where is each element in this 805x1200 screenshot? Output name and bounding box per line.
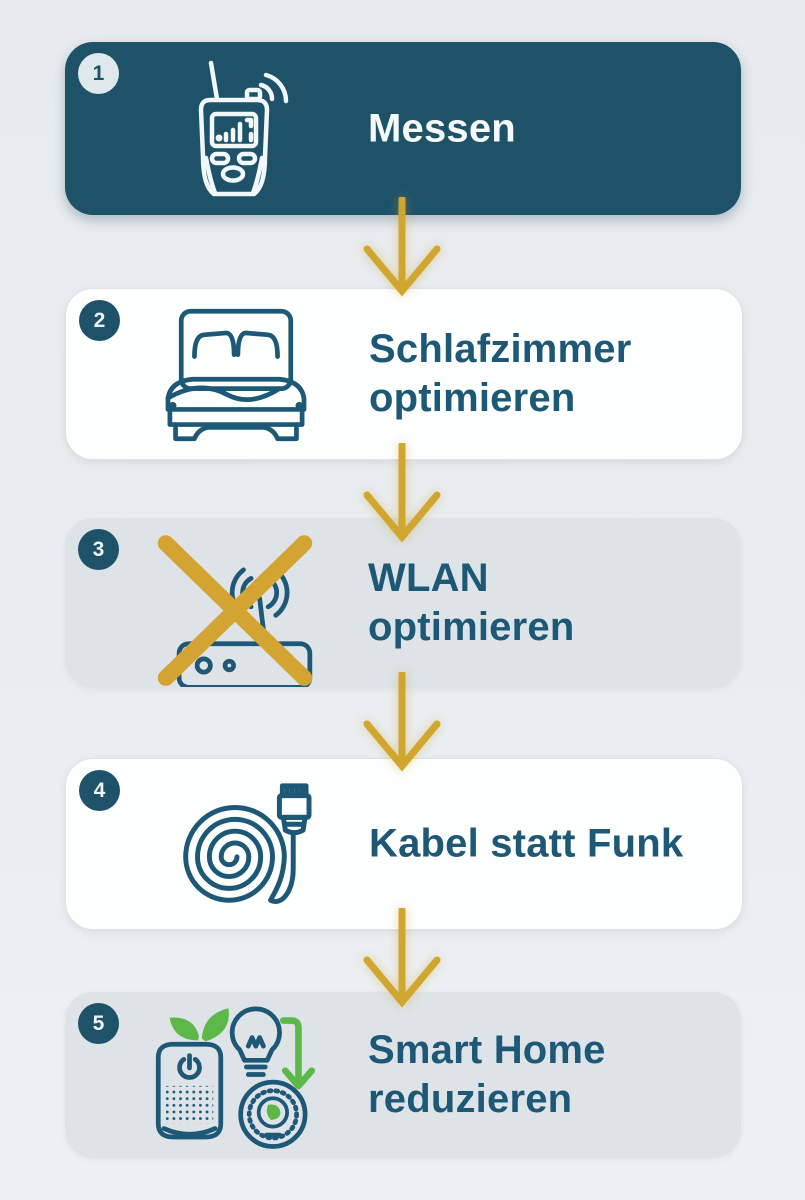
step-title-line1: Messen [368, 106, 516, 151]
rf-meter-icon [145, 42, 325, 215]
step-title-line1: Smart Home [368, 1028, 606, 1073]
ethernet-cable-icon [146, 759, 326, 929]
step-title-line1: WLAN [368, 556, 489, 601]
step-card-4: 4 Kabel statt Funk [65, 758, 743, 930]
step-title-line2: optimieren [369, 376, 576, 420]
no-wifi-router-icon [145, 518, 325, 688]
step-number-badge: 1 [78, 53, 119, 94]
step-title: Kabel statt Funk [369, 820, 683, 869]
flow-arrow-down [363, 197, 441, 297]
step-title-line1: Kabel statt Funk [369, 821, 684, 866]
step-title: Messen [368, 104, 516, 153]
step-number-badge: 5 [78, 1003, 119, 1044]
step-number-badge: 3 [78, 529, 119, 570]
step-number-badge: 2 [79, 300, 120, 341]
flow-arrow-down [363, 672, 441, 772]
step-title-line2: reduzieren [368, 1077, 573, 1121]
step-title-line2: optimieren [368, 605, 575, 649]
smart-home-icon [145, 992, 325, 1158]
flow-arrow-down [363, 443, 441, 543]
step-card-5: 5 [65, 992, 741, 1158]
step-number-badge: 4 [79, 770, 120, 811]
step-title-line1: Schlafzimmer [369, 327, 632, 372]
step-card-3: 3 [65, 518, 741, 688]
flow-arrow-down [363, 908, 441, 1008]
step-card-1: 1 Messen [65, 42, 741, 215]
bed-icon [146, 289, 326, 459]
